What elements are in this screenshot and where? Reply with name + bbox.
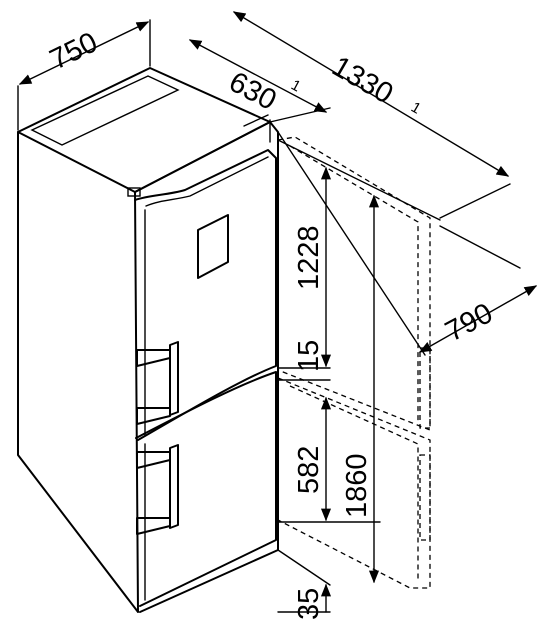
arrow-width <box>18 21 150 85</box>
label-bottom-clearance: 35 <box>293 588 325 620</box>
arrow-depth-open <box>232 11 510 177</box>
upper-door <box>134 149 277 441</box>
upper-handle-bar <box>169 341 179 416</box>
label-depth-open-sup: 1 <box>408 99 424 118</box>
lower-handle-bar <box>169 444 179 529</box>
label-depth: 630 <box>224 66 282 117</box>
arrow-door-swing <box>418 285 538 353</box>
label-total-height: 1860 <box>341 453 373 518</box>
label-depth-open: 1330 <box>327 50 399 110</box>
lower-handle-top <box>136 451 171 469</box>
upper-handle-top <box>136 349 171 367</box>
top-vent <box>30 75 180 146</box>
upper-handle-bottom <box>136 407 171 425</box>
label-freezer-door: 1228 <box>293 225 325 290</box>
label-door-swing: 790 <box>440 297 498 348</box>
fridge-left-face <box>17 131 139 613</box>
lower-handle-bottom <box>136 517 171 535</box>
dimension-arrows <box>18 11 538 613</box>
lower-door <box>135 371 277 607</box>
hinge-top <box>127 187 141 197</box>
label-fridge-door: 582 <box>293 446 325 494</box>
label-depth-sup: 1 <box>288 77 303 96</box>
display-panel <box>197 214 229 279</box>
label-width: 750 <box>45 26 103 76</box>
label-gap: 15 <box>293 340 325 372</box>
